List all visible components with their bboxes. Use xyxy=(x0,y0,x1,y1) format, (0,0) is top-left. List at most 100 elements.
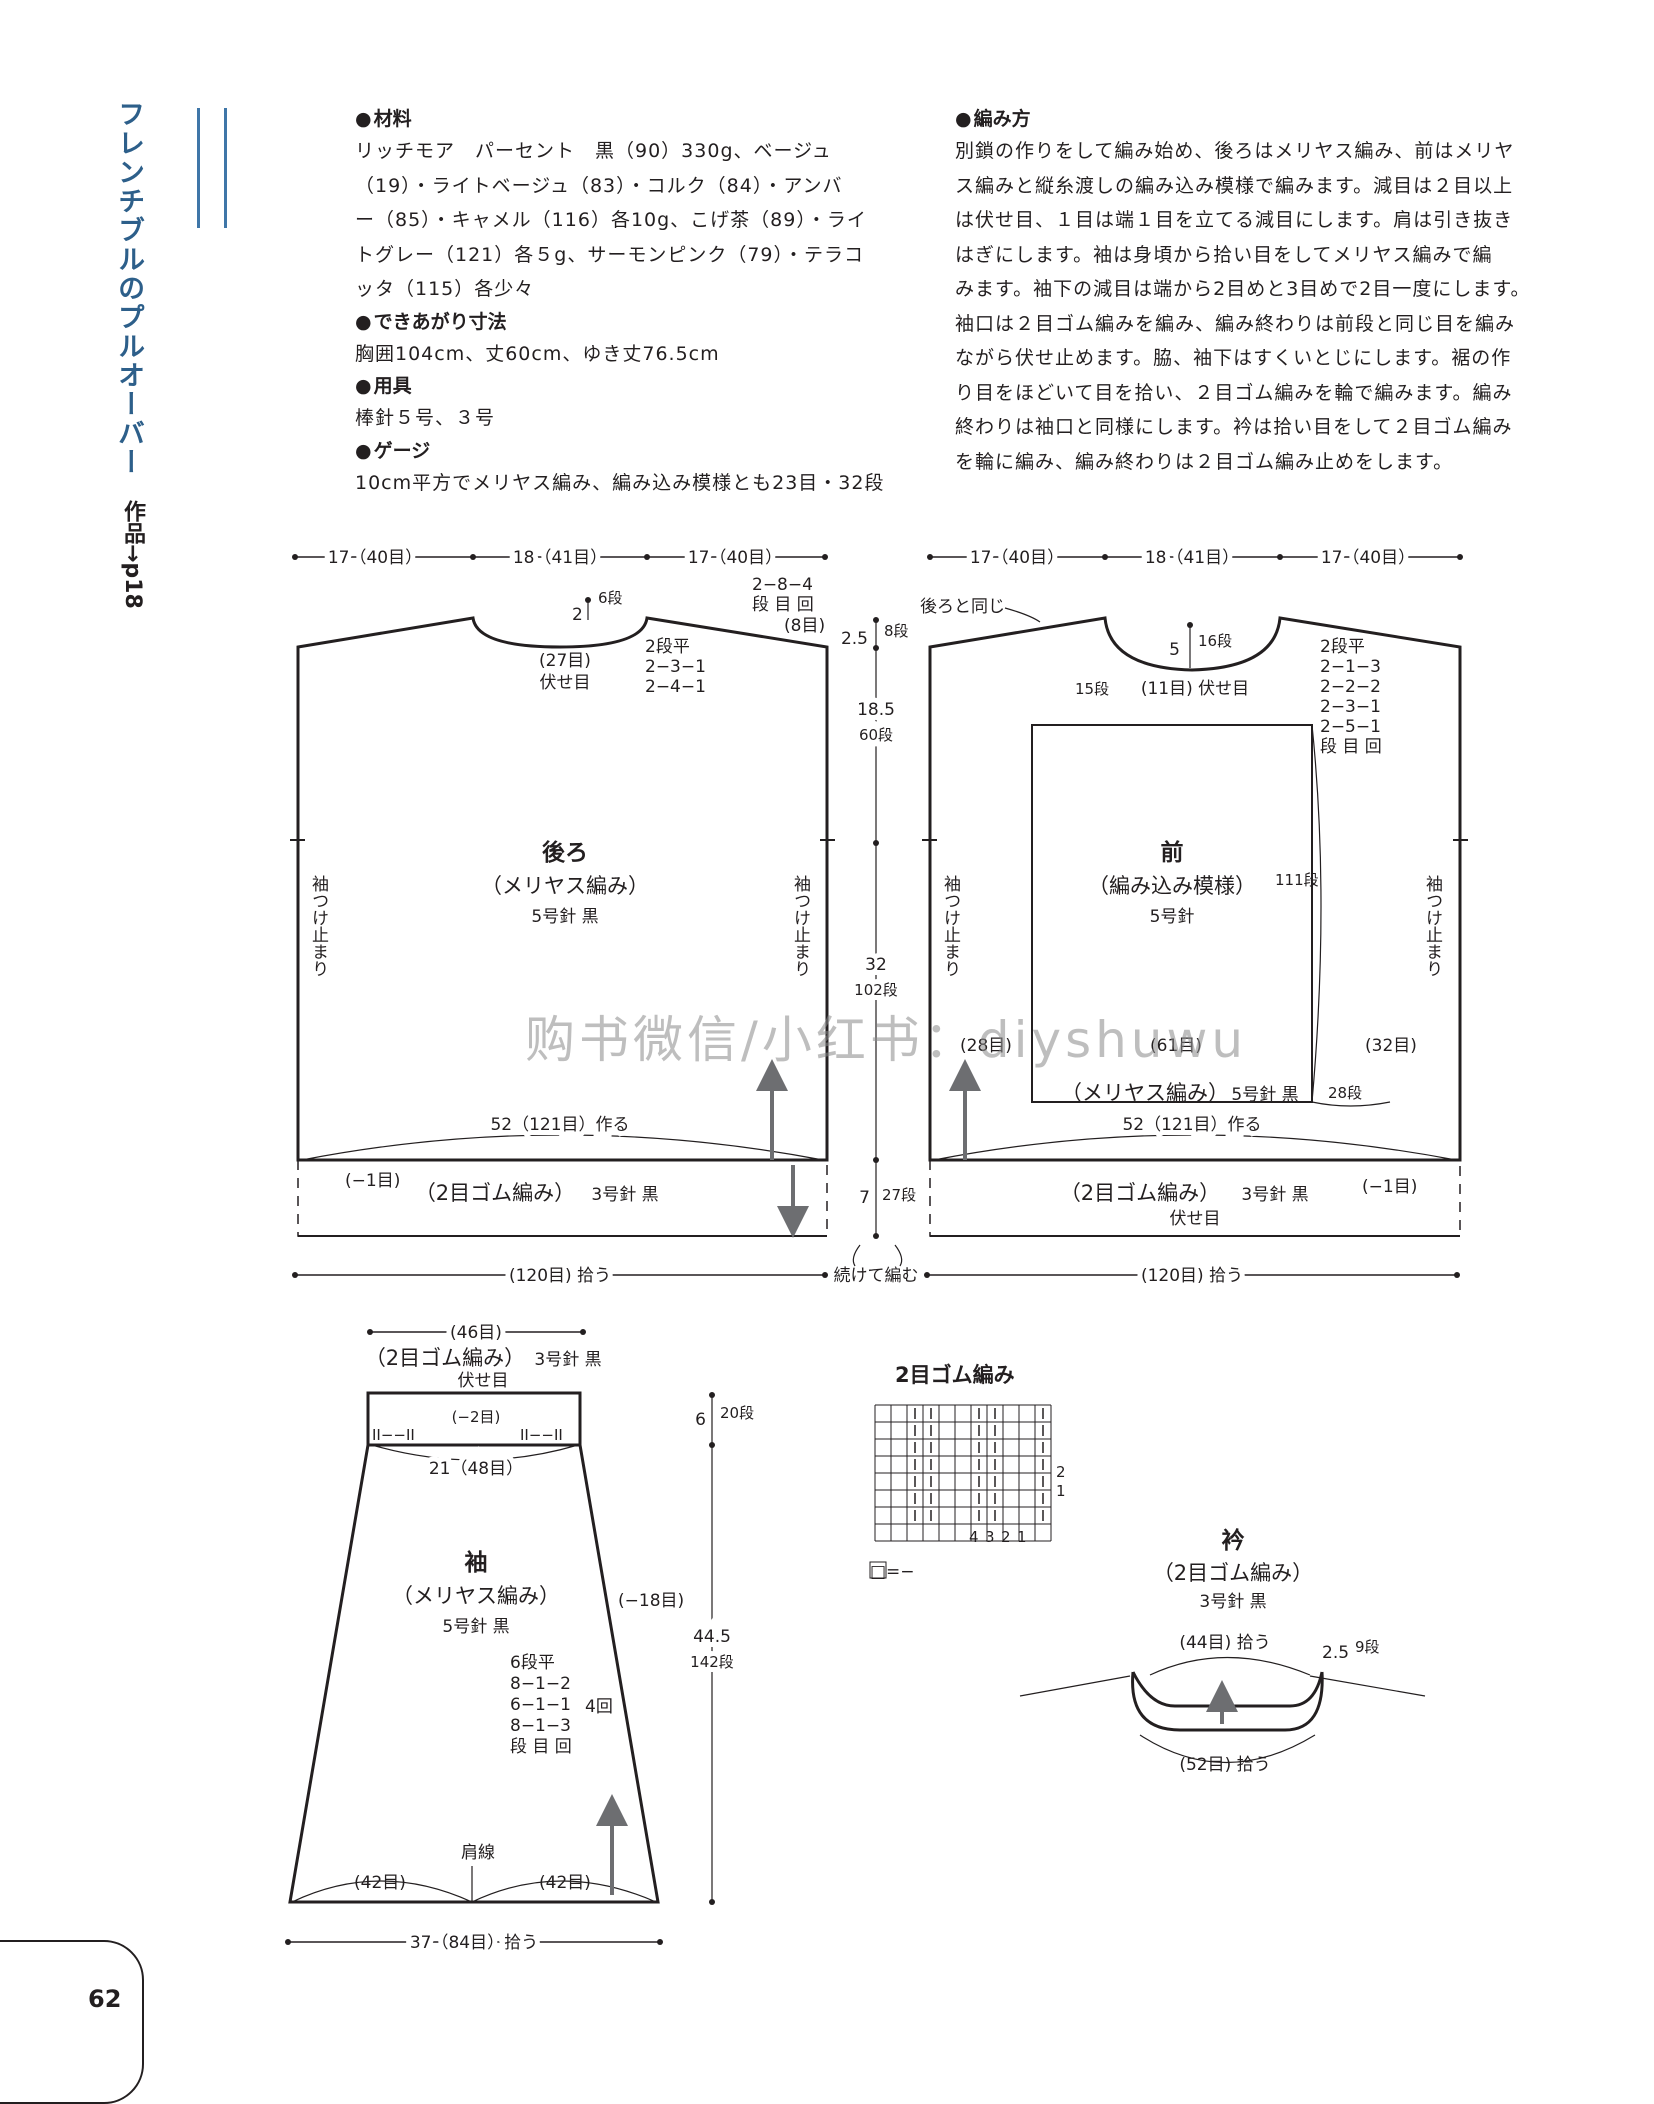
method-line: り目をほどいて目を拾い、２目ゴム編みを輪で編みます。編み xyxy=(955,381,1513,404)
gauge-text: 10cm平方でメリヤス編み、編み込み模様とも23目・32段 xyxy=(355,471,885,494)
back-stitch: （メリヤス編み） xyxy=(481,874,649,898)
sleeve-top-width: (46目) xyxy=(450,1323,502,1343)
front-ribbing-outline xyxy=(929,1160,1461,1237)
collar-piece: 衿 （2目ゴム編み） 3号針 黒 (44目) 拾う 2.5 9段 (52目) 拾… xyxy=(1019,1527,1426,1775)
back-neck-dec: 2−4−1 xyxy=(645,677,706,697)
pattern-title: フレンチブルのプルオーバー xyxy=(113,100,144,477)
dim-dot xyxy=(1102,554,1108,560)
back-shoulder-dec: (8目) xyxy=(784,616,825,636)
collar-rows: 9段 xyxy=(1355,1638,1380,1656)
materials-block: 材料 リッチモア パーセント 黒（90）330g、ベージュ （19）・ライトベー… xyxy=(355,104,915,500)
sleeve-cuff-needle: 3号針 黒 xyxy=(534,1350,601,1370)
front-lower-needle: 5号針 黒 xyxy=(1231,1085,1298,1105)
sleeve-pickup: 37（84目）拾う xyxy=(410,1933,538,1953)
size-heading: できあがり寸法 xyxy=(355,307,915,337)
continue-arrow-right xyxy=(894,1244,903,1267)
sleeve-dec-rule: 6−1−1 xyxy=(510,1695,571,1715)
schematic-diagrams: 17（40目） 17（40目） 18（41目） 18（41目） 17（40目） … xyxy=(285,543,1468,1958)
front-neck-bindoff: (11目) 伏せ目 xyxy=(1141,679,1249,699)
same-as-back-pointer xyxy=(1004,607,1041,623)
collar-shoulder-left xyxy=(1019,1675,1131,1697)
middle-ribbing: 7 xyxy=(859,1188,870,1208)
middle-armhole-rows: 60段 xyxy=(859,726,893,744)
front-neck-dec: 2−1−3 xyxy=(1320,657,1381,677)
collar-stitch: （2目ゴム編み） xyxy=(1153,1561,1313,1585)
materials-line: リッチモア パーセント 黒（90）330g、ベージュ xyxy=(355,140,832,162)
sleeve-dec-rule: 段 目 回 xyxy=(510,1737,572,1757)
dim-dot xyxy=(1457,554,1463,560)
dim-dot xyxy=(873,840,879,846)
back-neck-bindoff-label: 伏せ目 xyxy=(540,673,591,693)
dim-dot xyxy=(285,1939,291,1945)
front-cast-on: 52（121目）作る xyxy=(1122,1115,1261,1135)
middle-continue: 続けて編む xyxy=(834,1266,919,1286)
front-ribbing-needle: 3号針 黒 xyxy=(1241,1185,1308,1205)
sleeve-cuff-marks: II−−II xyxy=(520,1426,563,1444)
method-block: 編み方 別鎖の作りをして編み始め、後ろはメリヤス編み、前はメリヤ ス編みと縦糸渡… xyxy=(955,104,1570,479)
dim-dot xyxy=(709,1442,715,1448)
method-line: ながら伏せ止めます。脇、袖下はすくいとじにします。裾の作 xyxy=(955,347,1512,369)
middle-body-rows: 102段 xyxy=(854,981,898,999)
back-piece: 17（40目） 17（40目） 18（41目） 18（41目） 17（40目） … xyxy=(290,543,835,1291)
rib-chart-row-label: 1 xyxy=(1056,1482,1066,1500)
dim-dot xyxy=(873,617,879,623)
front-width-right: 17（40目） xyxy=(1321,548,1415,568)
back-shoulder-dec: 段 目 回 xyxy=(752,595,814,615)
front-ribbing-dec: (−1目) xyxy=(1362,1177,1417,1197)
sleeve-cuff-arc xyxy=(371,1444,579,1461)
front-pattern-height-arc xyxy=(1311,724,1322,1103)
front-ribbing-label: （2目ゴム編み） xyxy=(1060,1181,1220,1205)
materials-line: ー（85）・キャメル（116）各10g、こげ茶（89）・ライ xyxy=(355,209,867,231)
rib-legend-box xyxy=(869,1561,887,1579)
front-outline xyxy=(928,616,1462,1162)
page-corner-frame xyxy=(0,1940,144,2104)
front-neck-dec: 段 目 回 xyxy=(1320,737,1382,757)
dim-dot xyxy=(292,1272,298,1278)
rib-chart-col-label: 4 xyxy=(969,1528,979,1546)
sleeve-cuff-label: （2目ゴム編み） xyxy=(365,1346,525,1370)
dim-dot xyxy=(657,1939,663,1945)
back-needle: 5号針 黒 xyxy=(531,907,598,927)
front-pattern-left: (28目) xyxy=(960,1036,1012,1056)
back-ribbing-outline xyxy=(297,1160,828,1237)
collar-height: 2.5 xyxy=(1322,1643,1349,1663)
back-ribbing-dec: (−1目) xyxy=(345,1171,400,1191)
middle-dimensions: 2.5 8段 18.5 18.5 60段 60段 32 32 102段 102段… xyxy=(834,617,919,1286)
sleeve-name: 袖 xyxy=(465,1549,488,1576)
front-width-left: 17（40目） xyxy=(970,548,1064,568)
middle-body: 32 xyxy=(865,955,887,975)
collar-needle: 3号針 黒 xyxy=(1199,1592,1266,1612)
front-pattern-top-rows: 15段 xyxy=(1075,680,1109,698)
work-reference: 作品→p18 xyxy=(120,500,145,609)
back-neck-rows: 6段 xyxy=(598,589,623,607)
collar-pickup-back: (52目) 拾う xyxy=(1179,1755,1270,1775)
front-same-as-back: 後ろと同じ xyxy=(920,597,1005,617)
sleeve-piece: (46目) (46目) （2目ゴム編み） 3号針 黒 伏せ目 (−2目) II−… xyxy=(285,1318,754,1958)
dim-dot xyxy=(585,597,591,603)
sleeve-length-rows: 142段 xyxy=(690,1653,734,1671)
method-line: 別鎖の作りをして編み始め、後ろはメリヤス編み、前はメリヤ xyxy=(955,140,1515,162)
sleeve-dec-rule: 6段平 xyxy=(510,1653,555,1673)
rib-chart-row-label: 2 xyxy=(1056,1463,1066,1481)
back-neck-dec: 2段平 xyxy=(645,637,690,657)
back-cast-on: 52（121目）作る xyxy=(490,1115,629,1135)
sleeve-stitch: （メリヤス編み） xyxy=(392,1584,560,1608)
dim-dot xyxy=(924,1272,930,1278)
sleeve-dec-rule: 8−1−3 xyxy=(510,1716,571,1736)
dim-dot xyxy=(644,554,650,560)
materials-line: トグレー（121）各５g、サーモンピンク（79）・テラコ xyxy=(355,243,865,266)
rib-chart-col-label: 3 xyxy=(985,1528,995,1546)
front-needle: 5号針 xyxy=(1150,907,1195,927)
dim-dot xyxy=(873,1157,879,1163)
front-pattern-right: (32目) xyxy=(1365,1036,1417,1056)
method-line: は伏せ目、１目は端１目を立てる減目にします。肩は引き抜き xyxy=(955,209,1514,231)
rib-chart-title: 2目ゴム編み xyxy=(895,1363,1015,1387)
back-sleeve-mark-left: 袖つけ止まり xyxy=(308,875,329,977)
sleeve-cuff-height: 6 xyxy=(695,1410,706,1430)
sleeve-bottom-right: (42目) xyxy=(539,1873,591,1893)
materials-heading: 材料 xyxy=(355,104,915,134)
method-heading: 編み方 xyxy=(955,104,1570,134)
rib-chart-legend: □=− xyxy=(870,1562,915,1582)
front-pattern-area xyxy=(1031,724,1313,1103)
collar-name: 衿 xyxy=(1222,1527,1245,1554)
